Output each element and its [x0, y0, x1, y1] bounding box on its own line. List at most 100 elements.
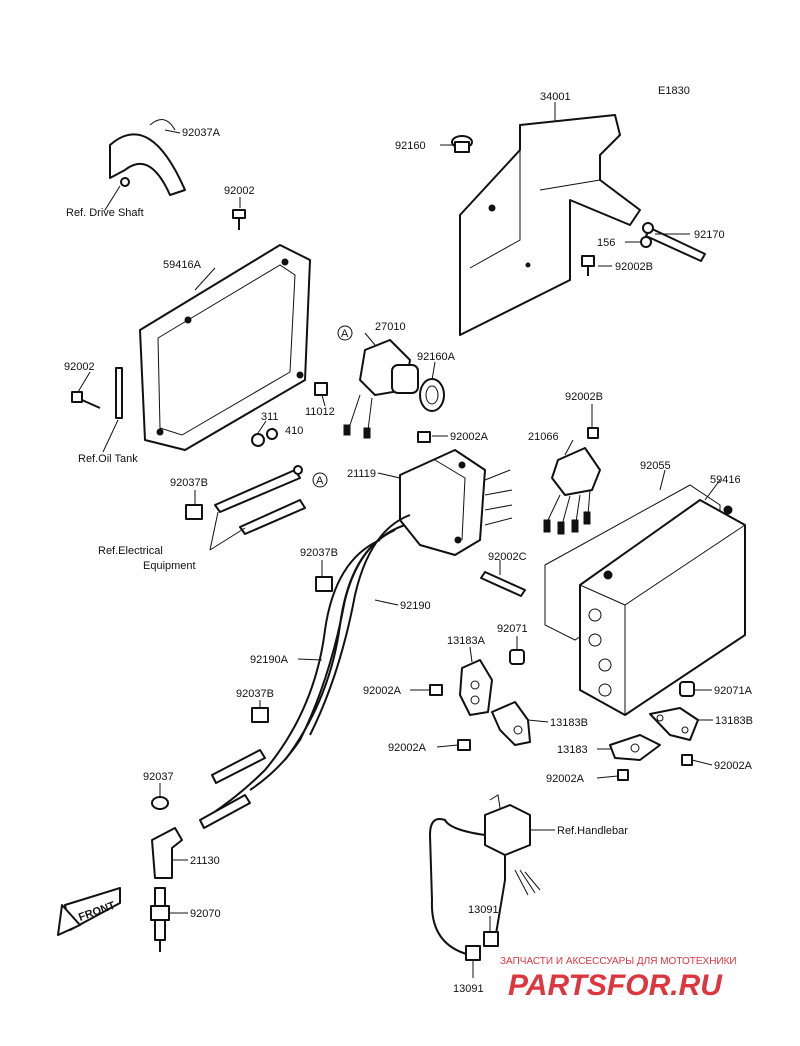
- connector-wires: [514, 869, 541, 896]
- label-92037b-3: 92037B: [236, 688, 274, 700]
- label-92070: 92070: [190, 908, 221, 920]
- front-arrow: FRONT: [57, 887, 121, 936]
- ht-lead-92190-outer: [309, 514, 411, 736]
- label-13183a: 13183A: [447, 635, 486, 647]
- bolt-92002a-2: [457, 739, 471, 751]
- bolt-92002a-mid: [417, 431, 431, 443]
- lead-end-lower: [199, 794, 251, 829]
- label-92002a-2: 92002A: [388, 742, 427, 754]
- label-27010: 27010: [375, 321, 406, 333]
- ht-lead-92190a-outer: [284, 529, 396, 761]
- label-92002b-mid: 92002B: [565, 391, 603, 403]
- clip-92037b-3: [251, 707, 269, 723]
- bolt-92002a-1: [429, 684, 443, 696]
- bracket-13183b-center: [491, 701, 531, 746]
- bracket-13183b-right: [649, 707, 699, 741]
- bolt-92002-left: [71, 391, 101, 409]
- washer-410: [266, 428, 278, 440]
- label-13183b-1: 13183B: [550, 717, 588, 729]
- nut-311: [251, 433, 265, 447]
- callout-a-wire: A: [312, 472, 328, 488]
- ht-lead-92190a: [209, 539, 381, 816]
- label-92037: 92037: [143, 771, 174, 783]
- rubber-cap-92160: [451, 135, 473, 153]
- watermark-brand: PARTSFOR.RU: [508, 969, 723, 1002]
- label-92002a-mid: 92002A: [450, 431, 489, 443]
- spark-plug-92070: [150, 887, 170, 952]
- ignition-coil-21119: [399, 449, 513, 556]
- clip-92037b-1: [185, 504, 203, 520]
- bolt-92002b-top: [581, 255, 595, 276]
- label-92055: 92055: [640, 460, 671, 472]
- grommet-92071: [509, 649, 525, 665]
- label-21066: 21066: [528, 431, 559, 443]
- bolt-92170: [642, 222, 706, 262]
- label-59416: 59416: [710, 474, 741, 486]
- label-13183b-2: 13183B: [715, 715, 753, 727]
- svg-text:A: A: [341, 328, 349, 340]
- label-311: 311: [261, 411, 279, 423]
- handlebar-switch: [484, 794, 531, 856]
- label-92002a-1: 92002A: [363, 685, 402, 697]
- solenoid-27010: [343, 339, 419, 439]
- bracket-13183a: [459, 659, 493, 716]
- cable-terminal-lower: [239, 499, 306, 535]
- label-92002-top: 92002: [224, 185, 255, 197]
- clip-92037b-2: [315, 576, 333, 592]
- label-92002c: 92002C: [488, 551, 527, 563]
- plate-13183: [609, 734, 661, 761]
- washer-156: [640, 236, 652, 248]
- label-ref-electrical-1: Ref.Electrical: [98, 545, 163, 557]
- clip-92037: [151, 796, 169, 810]
- connector-13091-upper: [483, 931, 499, 947]
- grommet-92071a: [679, 681, 695, 697]
- label-92002-left: 92002: [64, 361, 95, 373]
- callout-a-top: A: [337, 325, 353, 341]
- label-11012: 11012: [305, 406, 335, 418]
- mounting-bracket: [459, 114, 641, 336]
- label-92037b-1: 92037B: [170, 477, 208, 489]
- leader-lines: [77, 102, 721, 978]
- label-92190a: 92190A: [250, 654, 289, 666]
- watermark-subtitle: ЗАПЧАСТИ И АКСЕССУАРЫ ДЛЯ МОТОТЕХНИКИ: [500, 956, 737, 967]
- lead-end-upper: [211, 749, 266, 784]
- bolt-92002a-4: [681, 754, 693, 766]
- bolt-92002c: [480, 571, 526, 597]
- label-156: 156: [597, 237, 615, 249]
- label-92037a: 92037A: [182, 127, 221, 139]
- label-92002a-3: 92002A: [546, 773, 585, 785]
- label-21130: 21130: [190, 855, 220, 867]
- cover-frame-59416a: [139, 244, 311, 451]
- collar-11012: [314, 382, 328, 396]
- watermark: ЗАПЧАСТИ И АКСЕССУАРЫ ДЛЯ МОТОТЕХНИКИ PA…: [500, 956, 737, 1002]
- cable-terminal-upper: [214, 465, 303, 513]
- label-13091-2: 13091: [453, 983, 484, 995]
- label-ref-drive-shaft: Ref. Drive Shaft: [66, 207, 144, 219]
- label-34001: 34001: [540, 91, 571, 103]
- label-59416a: 59416A: [163, 259, 202, 271]
- label-13091-1: 13091: [468, 904, 499, 916]
- label-21119: 21119: [347, 468, 376, 480]
- label-92170: 92170: [694, 229, 725, 241]
- electric-box-59416: [579, 499, 746, 716]
- label-410: 410: [285, 425, 303, 437]
- label-92071: 92071: [497, 623, 528, 635]
- label-92190: 92190: [400, 600, 431, 612]
- part-labels: 34001 92160 92170 156 92002B 92037A Ref.…: [64, 91, 753, 995]
- switch-lead-a: [494, 855, 506, 941]
- label-92002a-4: 92002A: [714, 760, 753, 772]
- regulator-21066: [543, 447, 601, 535]
- label-ref-oil-tank: Ref.Oil Tank: [78, 453, 138, 465]
- diagram-code: E1830: [658, 85, 690, 97]
- label-92160: 92160: [395, 140, 426, 152]
- label-92071a: 92071A: [714, 685, 753, 697]
- connector-13091-lower: [465, 945, 481, 961]
- label-ref-electrical-2: Equipment: [143, 560, 196, 572]
- cap-92160a: [419, 378, 445, 412]
- bolt-92002a-3: [617, 769, 629, 781]
- plug-cap-21130: [151, 827, 183, 879]
- svg-text:A: A: [316, 475, 324, 487]
- label-92002b-top: 92002B: [615, 261, 653, 273]
- bolt-92002b-mid: [587, 427, 599, 439]
